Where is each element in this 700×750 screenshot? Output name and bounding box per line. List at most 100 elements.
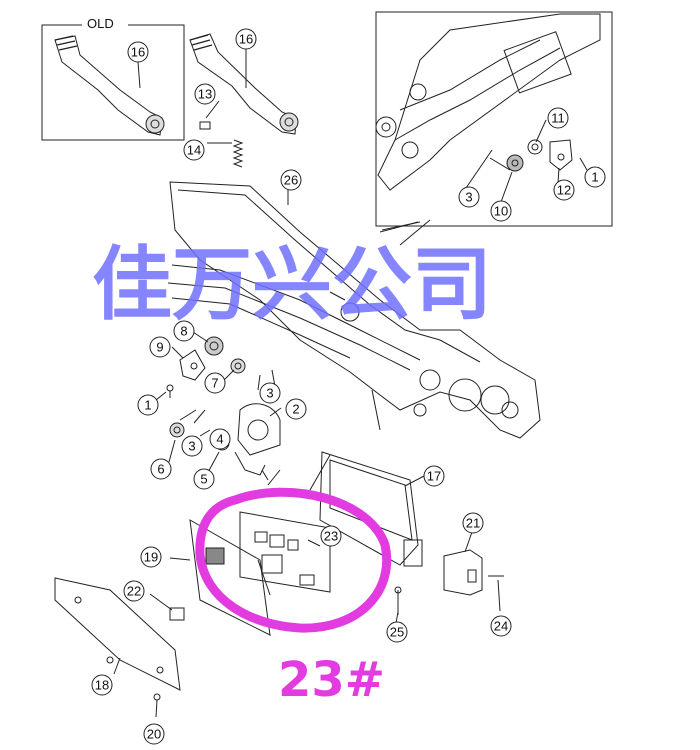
callout-circle <box>209 428 231 450</box>
callout-17: 17 <box>423 465 445 487</box>
callout-number: 3 <box>188 439 195 454</box>
callout-circle <box>280 169 302 191</box>
callout-13: 13 <box>194 83 216 105</box>
spring-part <box>232 139 244 168</box>
callout-number: 22 <box>127 584 141 599</box>
callout-21: 21 <box>462 512 484 534</box>
callout-number: 7 <box>211 376 218 391</box>
callout-circle <box>140 546 162 568</box>
callout-6: 6 <box>150 458 172 480</box>
callout-number: 3 <box>465 190 472 205</box>
callout-number: 20 <box>147 727 161 742</box>
inset-detail-box <box>375 11 613 227</box>
callout-number: 10 <box>494 204 508 219</box>
callout-number: 16 <box>131 45 145 60</box>
callout-number: 21 <box>466 516 480 531</box>
callout-number: 19 <box>144 550 158 565</box>
callout-16: 16 <box>127 41 149 63</box>
callout-3: 3 <box>259 382 281 404</box>
callout-number: 1 <box>591 170 598 185</box>
callout-number: 16 <box>239 32 253 47</box>
callout-circle <box>423 465 445 487</box>
callout-circle <box>149 336 171 358</box>
callout-1: 1 <box>584 166 606 188</box>
watermark-text: 佳万兴公司 <box>92 238 492 331</box>
callout-19: 19 <box>140 546 162 568</box>
callout-18: 18 <box>91 674 113 696</box>
callout-26: 26 <box>280 169 302 191</box>
callout-11: 11 <box>547 107 569 129</box>
callout-circle <box>285 398 307 420</box>
callout-3: 3 <box>181 435 203 457</box>
bracket-9-part <box>179 349 206 381</box>
callout-25: 25 <box>386 621 408 643</box>
callout-23: 23 <box>320 525 342 547</box>
callout-number: 3 <box>266 386 273 401</box>
old-label: OLD <box>87 16 114 31</box>
callout-number: 2 <box>292 402 299 417</box>
callout-circle <box>553 179 575 201</box>
callout-circle <box>490 200 512 222</box>
callout-3: 3 <box>458 186 480 208</box>
callout-number: 18 <box>95 678 109 693</box>
callout-number: 24 <box>494 619 508 634</box>
callout-12: 12 <box>553 179 575 201</box>
callout-number: 8 <box>180 324 187 339</box>
callout-circle <box>462 512 484 534</box>
callout-circle <box>547 107 569 129</box>
callout-circle <box>193 468 215 490</box>
callout-circle <box>259 382 281 404</box>
highlight-circle <box>195 487 392 633</box>
callout-number: 26 <box>284 173 298 188</box>
callout-circle <box>173 320 195 342</box>
callout-circle <box>235 28 257 50</box>
callout-number: 6 <box>157 462 164 477</box>
callout-8: 8 <box>173 320 195 342</box>
callout-circle <box>458 186 480 208</box>
callout-number: 13 <box>198 87 212 102</box>
callout-22: 22 <box>123 580 145 602</box>
callout-circle <box>137 394 159 416</box>
callout-circle <box>183 139 205 161</box>
callout-24: 24 <box>490 615 512 637</box>
callout-number: 4 <box>216 432 223 447</box>
callout-circle <box>91 674 113 696</box>
board-bracket-17 <box>319 451 419 566</box>
callout-circle <box>143 723 165 745</box>
callout-number: 5 <box>200 472 207 487</box>
side-panel-18 <box>54 577 181 691</box>
callout-circle <box>320 525 342 547</box>
callout-7: 7 <box>204 372 226 394</box>
callout-number: 1 <box>144 398 151 413</box>
callout-number: 17 <box>427 469 441 484</box>
callout-number: 11 <box>551 111 565 126</box>
callout-9: 9 <box>149 336 171 358</box>
highlight-label: 23# <box>278 652 385 708</box>
callout-16: 16 <box>235 28 257 50</box>
callout-1: 1 <box>137 394 159 416</box>
callout-circle <box>150 458 172 480</box>
callout-circle <box>584 166 606 188</box>
pcb-23-part <box>239 511 331 593</box>
callout-4: 4 <box>209 428 231 450</box>
cover-19-part <box>189 519 271 636</box>
callout-circle <box>490 615 512 637</box>
callout-2: 2 <box>285 398 307 420</box>
feeder-main-frame <box>169 181 541 439</box>
callout-number: 25 <box>390 625 404 640</box>
motor-2-part <box>237 403 281 456</box>
callout-circle <box>123 580 145 602</box>
callout-20: 20 <box>143 723 165 745</box>
callout-circle <box>127 41 149 63</box>
pin-part <box>199 121 211 130</box>
gear-8-part <box>204 336 224 356</box>
callout-number: 23 <box>324 529 338 544</box>
callout-number: 14 <box>187 143 201 158</box>
callout-circle <box>386 621 408 643</box>
callout-circle <box>204 372 226 394</box>
callout-14: 14 <box>183 139 205 161</box>
connector-21-part <box>443 549 483 596</box>
